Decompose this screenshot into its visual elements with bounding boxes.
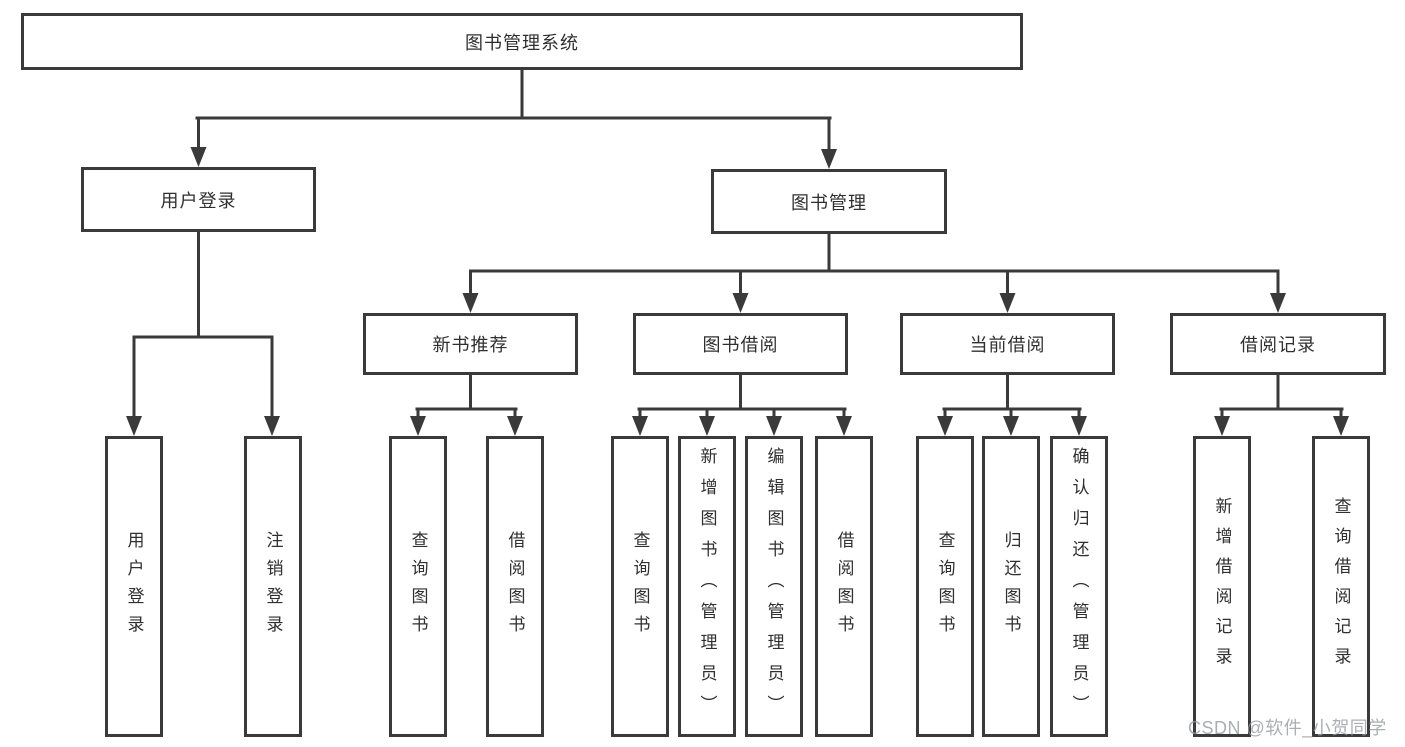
node-label: 用户登录 <box>124 530 144 643</box>
node-leaf-borrow-books: 借阅图书 <box>815 436 873 737</box>
node-label: 借阅图书 <box>505 530 525 643</box>
node-leaf-edit-books-admin: 编辑图书（管理员） <box>745 436 803 737</box>
node-leaf-return-books: 归还图书 <box>982 436 1040 737</box>
node-label: 用户登录 <box>160 190 237 211</box>
node-leaf-add-books-admin: 新增图书（管理员） <box>678 436 736 737</box>
node-label: 查询图书 <box>408 530 428 643</box>
node-label: 借阅记录 <box>1240 335 1316 355</box>
node-new-book-recommendation: 新书推荐 <box>363 313 578 375</box>
node-library-management-system: 图书管理系统 <box>21 13 1023 70</box>
node-label: 查询图书 <box>935 530 955 643</box>
node-leaf-query-books-recommend: 查询图书 <box>389 436 447 737</box>
node-label: 当前借阅 <box>969 335 1046 355</box>
node-label: 查询借阅记录 <box>1331 496 1351 677</box>
node-label: 图书管理系统 <box>465 32 579 53</box>
node-leaf-query-books-current: 查询图书 <box>916 436 974 737</box>
node-leaf-user-login: 用户登录 <box>105 436 163 737</box>
node-leaf-logout: 注销登录 <box>244 436 302 737</box>
node-leaf-borrow-books-recommend: 借阅图书 <box>486 436 544 737</box>
node-label: 图书管理 <box>791 192 867 213</box>
node-label: 注销登录 <box>263 530 283 643</box>
node-label: 新书推荐 <box>432 335 509 355</box>
node-leaf-query-borrow-record: 查询借阅记录 <box>1312 436 1370 737</box>
node-book-borrowing: 图书借阅 <box>633 313 848 375</box>
node-label: 确认归还（管理员） <box>1069 447 1089 726</box>
csdn-watermark: CSDN @软件_小贺同学 <box>1188 718 1387 738</box>
node-book-management: 图书管理 <box>711 169 947 234</box>
node-label: 新增借阅记录 <box>1212 496 1232 677</box>
node-user-login: 用户登录 <box>81 167 316 232</box>
node-label: 查询图书 <box>630 530 650 643</box>
node-label: 借阅图书 <box>834 530 854 643</box>
node-leaf-add-borrow-record: 新增借阅记录 <box>1193 436 1251 737</box>
node-leaf-confirm-return-admin: 确认归还（管理员） <box>1050 436 1108 737</box>
node-current-borrowing: 当前借阅 <box>900 313 1115 375</box>
node-label: 归还图书 <box>1001 530 1021 643</box>
node-label: 新增图书（管理员） <box>697 447 717 726</box>
node-label: 编辑图书（管理员） <box>764 447 784 726</box>
node-borrowing-records: 借阅记录 <box>1170 313 1386 375</box>
node-label: 图书借阅 <box>702 335 779 355</box>
node-leaf-query-books-borrow: 查询图书 <box>611 436 669 737</box>
